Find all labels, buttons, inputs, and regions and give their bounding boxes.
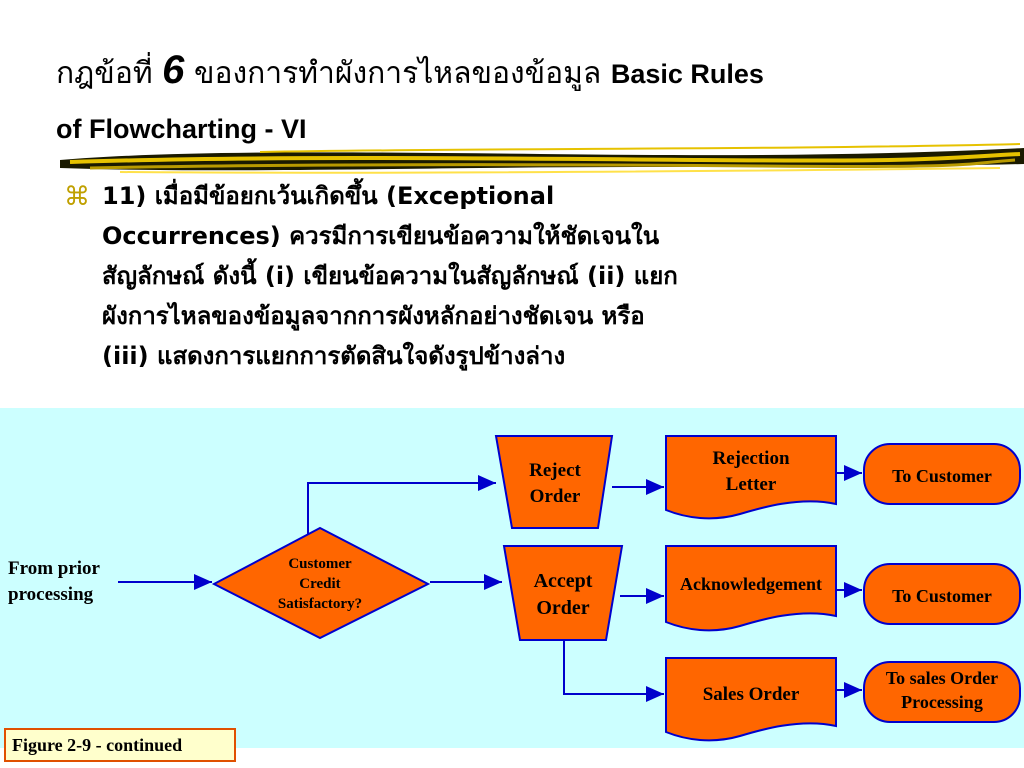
body-line-4: ผังการไหลของข้อมูลจากการผังหลักอย่างชัดเ… [102,302,645,330]
acknowledgement-doc [665,545,837,632]
sales-order-label: Sales Order [702,684,800,705]
body-line-5: (iii) แสดงการแยกการตัดสินใจดังรูปข้างล่า… [102,342,566,370]
acknowledgement-label: Acknowledgement [680,574,822,594]
decision-line1: Customer [288,556,352,572]
body-line-2: Occurrences) ควรมีการเขียนข้อความให้ชัดเ… [102,222,660,250]
flowchart-svg [118,435,1021,742]
rejection-letter-label: Rejection Letter [666,446,836,498]
reject-order-label: Reject Order [510,458,600,510]
rejection-letter-line2: Letter [725,474,777,495]
rejection-letter-line1: Rejection [712,448,790,469]
accept-order-label: Accept Order [518,568,608,622]
accept-order-shape [502,545,624,641]
decision-line3: Satisfactory? [277,596,363,612]
reject-order-line1: Reject [529,460,581,481]
arrow-to-reject [307,475,496,540]
decision-line2: Credit [299,576,341,592]
arrow-accept-to-sales [563,640,664,702]
from-prior-label: From prior processing [8,556,100,608]
accept-order-line1: Accept [533,570,593,592]
bullet-body: 11) เมื่อมีข้อยกเว้นเกิดขึ้น (Exceptiona… [102,176,972,376]
sales-order-doc [665,657,837,742]
from-prior-line2: processing [8,584,94,605]
slide-title: กฎข้อที่ 6 ของการทำผังการไหลของข้อมูล Ba… [56,40,996,144]
title-thai-part1: กฎข้อที่ [56,56,163,91]
accept-order-line2: Order [536,597,590,619]
bullet-command-icon: ⌘ [64,182,90,212]
title-underline-brush [60,143,1024,174]
figure-caption: Figure 2-9 - continued [4,728,236,762]
decision-diamond [211,526,431,640]
to-sales-line2: Processing [901,692,983,712]
flowchart-diagram: From prior processing Customer Credit Sa… [0,408,1024,748]
from-prior-line1: From prior [8,558,100,579]
body-line-3: สัญลักษณ์ ดังนี้ (i) เขียนข้อความในสัญลั… [102,262,678,290]
title-thai-part2: ของการทำผังการไหลของข้อมูล [184,56,611,91]
to-sales-line1: To sales Order [885,668,999,688]
title-english-part2: of Flowcharting - VI [56,114,307,144]
title-english-part1: Basic Rules [610,59,764,89]
to-sales-terminal [863,661,1021,723]
decision-label: Customer Credit Satisfactory? [244,554,396,614]
to-sales-label: To sales Order Processing [864,666,1020,714]
title-rule-number: 6 [162,48,185,92]
to-customer-terminal-2 [863,563,1021,625]
to-customer-label-2: To Customer [892,586,992,606]
to-customer-terminal-1 [863,443,1021,505]
rejection-letter-doc [665,435,837,520]
reject-order-shape [494,435,614,529]
body-line-1: 11) เมื่อมีข้อยกเว้นเกิดขึ้น (Exceptiona… [102,182,555,210]
reject-order-line2: Order [529,486,581,507]
to-customer-label-1: To Customer [892,466,992,486]
